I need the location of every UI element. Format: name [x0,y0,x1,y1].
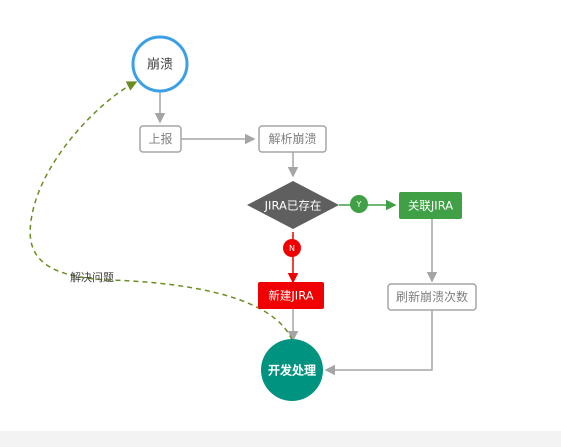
node-jira-exists-label: JIRA已存在 [264,199,322,213]
node-parse [258,125,327,153]
badge-yes-label: Y [356,200,362,209]
node-report [139,125,182,153]
edge-refresh-dev [324,309,433,376]
edge-label-resolve: 解决问题 [70,270,114,284]
node-dev-process-label: 开发处理 [268,363,316,378]
node-link-jira [399,192,462,219]
edge-resolve-loop [29,81,293,341]
node-crash-label: 崩溃 [147,58,173,73]
node-jira-exists [247,181,339,229]
node-refresh-count-label: 刷新崩溃次数 [396,289,468,304]
bottom-strip [0,431,561,447]
badge-no [283,239,301,257]
badge-yes [350,195,368,213]
node-new-jira-label: 新建JIRA [268,289,313,303]
node-new-jira [258,282,324,309]
node-crash [131,35,189,93]
badge-no-label: N [289,244,295,253]
node-report-label: 上报 [148,131,172,146]
node-dev-process [261,339,323,401]
node-parse-label: 解析崩溃 [268,132,316,146]
node-refresh-count [387,283,477,311]
node-link-jira-label: 关联JIRA [408,199,453,213]
